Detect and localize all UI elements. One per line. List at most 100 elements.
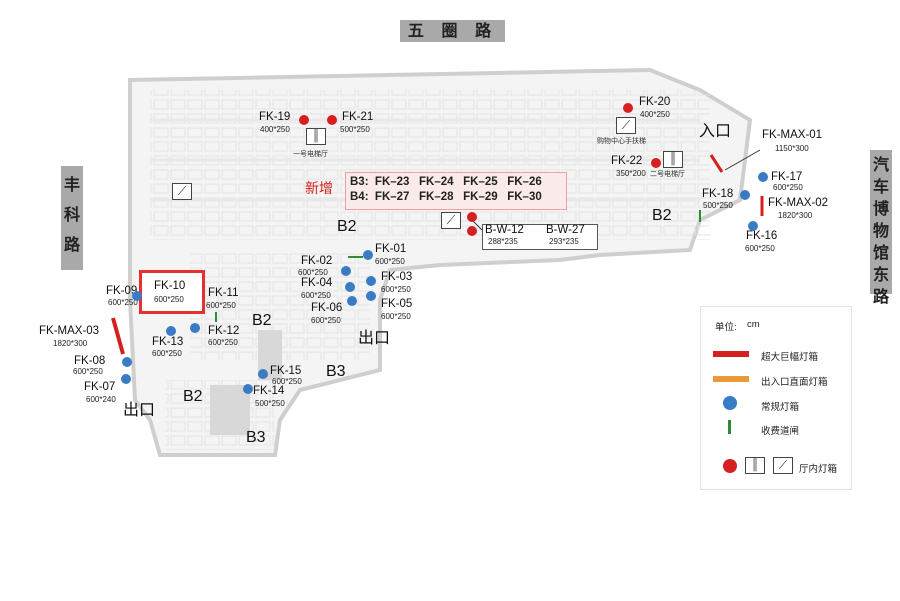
size-fk-19: 400*250	[260, 125, 290, 134]
mall-escalator-label: 购物中心手扶梯	[597, 138, 646, 145]
sign-dot-fk-22	[651, 158, 661, 168]
size-fk-04: 600*250	[301, 291, 331, 300]
sign-dot-fk-06	[347, 296, 357, 306]
level-b3-arrow: B3	[326, 363, 346, 380]
level-b2-south: B2	[183, 388, 203, 405]
new-signs-row-b4: B4: FK–27 FK–28 FK–29 FK–30	[350, 191, 542, 203]
size-fk-21: 500*250	[340, 125, 370, 134]
sign-dot-fk-14	[243, 384, 253, 394]
sign-dot-fk-02	[341, 266, 351, 276]
size-fk-12: 600*250	[208, 338, 238, 347]
size-fk-14: 500*250	[255, 399, 285, 408]
legend-gate-label: 收费道闸	[761, 426, 800, 437]
label-fk-13: FK-13	[152, 336, 184, 348]
sign-dot-fk-08	[122, 357, 132, 367]
label-fk-20: FK-20	[639, 96, 671, 108]
label-fk-max-03: FK-MAX-03	[39, 325, 100, 337]
size-b-w-12: 288*235	[488, 237, 518, 246]
sign-dot-fk-21	[327, 115, 337, 125]
size-fk-22: 350*200	[616, 169, 646, 178]
size-fk-08: 600*250	[73, 367, 103, 376]
elevator-hall-label: 一号电梯厅	[293, 151, 328, 158]
label-fk-03: FK-03	[381, 271, 413, 283]
label-fk-19: FK-19	[259, 111, 291, 123]
sign-dot-b-w-27	[467, 226, 477, 236]
road-north-label: 五 圈 路	[400, 20, 505, 42]
label-fk-max-02: FK-MAX-02	[768, 197, 829, 209]
size-fk-11: 600*250	[206, 301, 236, 310]
legend-elevator-icon: ║	[745, 457, 765, 474]
legend-regular-swatch	[723, 396, 737, 410]
label-fk-09: FK-09	[106, 285, 138, 297]
exit-label-center: 出口	[358, 330, 391, 347]
size-b-w-27: 293*235	[549, 237, 579, 246]
legend-huge-swatch	[713, 351, 749, 357]
legend-huge-label: 超大巨幅灯箱	[761, 352, 819, 363]
legend-entrance-label: 出入口直面灯箱	[761, 377, 828, 388]
size-fk-15: 600*250	[272, 377, 302, 386]
new-signs-box	[345, 172, 567, 210]
sign-dot-fk-12	[190, 323, 200, 333]
level-b2-center: B2	[337, 218, 357, 235]
sign-dot-fk-09	[132, 291, 142, 301]
label-fk-14: FK-14	[253, 385, 285, 397]
label-fk-17: FK-17	[771, 171, 803, 183]
label-fk-07: FK-07	[84, 381, 116, 393]
label-fk-max-01: FK-MAX-01	[762, 129, 823, 141]
level-b2-east: B2	[652, 207, 672, 224]
label-b-w-12: B-W-12	[485, 224, 524, 236]
label-fk-05: FK-05	[381, 298, 413, 310]
legend-entrance-swatch	[713, 376, 749, 382]
label-fk-15: FK-15	[270, 365, 302, 377]
size-fk-09: 600*250	[108, 298, 138, 307]
bw-sign-box	[482, 224, 598, 250]
map-legend: 单位: cm 超大巨幅灯箱 出入口直面灯箱 常规灯箱 收费道闸 ║ ⟋ 厅内灯箱	[700, 306, 852, 490]
size-fk-max-03: 1820*300	[53, 339, 88, 348]
label-fk-18: FK-18	[702, 188, 734, 200]
size-fk-10: 600*250	[154, 295, 184, 304]
elevator-hall-2-label: 二号电梯厅	[650, 171, 685, 178]
escalator-icon: ⟋	[616, 117, 636, 134]
size-fk-01: 600*250	[375, 257, 405, 266]
size-fk-20: 400*250	[640, 110, 670, 119]
size-fk-05: 600*250	[381, 312, 411, 321]
level-b3-south: B3	[246, 429, 266, 446]
exit-label-west: 出口	[123, 402, 156, 419]
sign-dot-fk-17	[758, 172, 768, 182]
sign-dot-fk-04	[345, 282, 355, 292]
legend-regular-label: 常规灯箱	[761, 402, 800, 413]
size-fk-16: 600*250	[745, 244, 775, 253]
label-fk-21: FK-21	[342, 111, 374, 123]
size-fk-13: 600*250	[152, 349, 182, 358]
label-fk-16: FK-16	[746, 230, 778, 242]
label-fk-01: FK-01	[375, 243, 407, 255]
sign-dot-fk-05	[366, 291, 376, 301]
size-fk-17: 600*250	[773, 183, 803, 192]
label-fk-06: FK-06	[311, 302, 343, 314]
size-fk-06: 600*250	[311, 316, 341, 325]
label-b-w-27: B-W-27	[546, 224, 585, 236]
sign-dot-fk-16	[748, 221, 758, 231]
sign-dot-fk-13	[166, 326, 176, 336]
label-fk-11: FK-11	[208, 287, 239, 299]
entrance-label: 入口	[699, 123, 732, 140]
label-fk-04: FK-04	[301, 277, 333, 289]
legend-unit: cm	[747, 319, 760, 330]
escalator-icon-center: ⟋	[441, 212, 461, 229]
label-fk-02: FK-02	[301, 255, 333, 267]
size-fk-18: 500*250	[703, 201, 733, 210]
road-west-label: 丰科路	[61, 166, 83, 270]
elevator-icon: ║	[306, 128, 326, 145]
sign-dot-fk-18	[740, 190, 750, 200]
level-b2-west: B2	[252, 312, 272, 329]
legend-escalator-icon: ⟋	[773, 457, 793, 474]
legend-hall-dot	[723, 459, 737, 473]
sign-dot-fk-03	[366, 276, 376, 286]
sign-dot-fk-07	[121, 374, 131, 384]
size-fk-07: 600*240	[86, 395, 116, 404]
label-fk-12: FK-12	[208, 325, 240, 337]
label-fk-08: FK-08	[74, 355, 106, 367]
new-added-label: 新增	[305, 180, 333, 196]
sign-dot-fk-19	[299, 115, 309, 125]
